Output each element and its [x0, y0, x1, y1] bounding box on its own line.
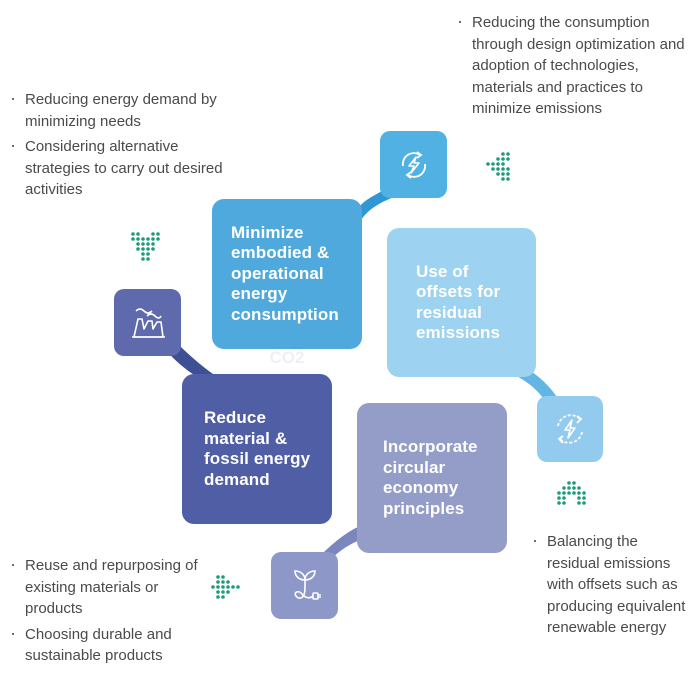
plant-plug-icon [293, 569, 321, 600]
note-top-left-item: Considering alternative strategies to ca… [10, 135, 225, 201]
note-bottom-left-item: Reuse and repurposing of existing materi… [10, 554, 210, 620]
note-top-left: Reducing energy demand by minimizing nee… [10, 88, 225, 205]
note-bottom-left-item: Choosing durable and sustainable product… [10, 623, 210, 667]
note-top-right: Reducing the consumption through design … [457, 11, 689, 124]
connector-reduce [166, 346, 216, 376]
renewable-cycle-bolt-icon [557, 414, 583, 444]
co2-label: CO2 [269, 348, 305, 367]
energy-cycle-bolt-icon [401, 150, 426, 179]
note-top-left-item: Reducing energy demand by minimizing nee… [10, 88, 225, 132]
note-bottom-left: Reuse and repurposing of existing materi… [10, 554, 210, 671]
card-circular: Incorporate circular economy principles [357, 403, 507, 553]
card-offsets-label: Use of offsets for residual emissions [416, 261, 501, 343]
note-top-right-item: Reducing the consumption through design … [457, 11, 689, 120]
icon-box-circular [271, 552, 338, 619]
card-minimize-label: Minimize embodied & operational energy c… [231, 222, 339, 324]
card-minimize: Minimize embodied & operational energy c… [212, 199, 362, 349]
icon-box-minimize [380, 131, 447, 198]
note-bottom-right-item: Balancing the residual emissions with of… [532, 530, 692, 639]
factory-icon [131, 307, 165, 338]
icon-box-offsets [537, 396, 603, 462]
note-bottom-right: Balancing the residual emissions with of… [532, 530, 692, 643]
icon-box-reduce [114, 289, 181, 356]
card-offsets: Use of offsets for residual emissions [387, 228, 536, 377]
dot-arrow-down [131, 232, 160, 261]
card-reduce: Reduce material & fossil energy demand [182, 374, 332, 524]
connector-circular [320, 526, 360, 560]
dot-arrow-left [486, 152, 510, 181]
card-circular-label: Incorporate circular economy principles [383, 437, 478, 518]
card-reduce-label: Reduce material & fossil energy demand [204, 408, 311, 489]
dot-arrow-up [557, 481, 586, 505]
dot-arrow-right [211, 575, 240, 599]
co2-watermark: CO2 [257, 348, 317, 374]
